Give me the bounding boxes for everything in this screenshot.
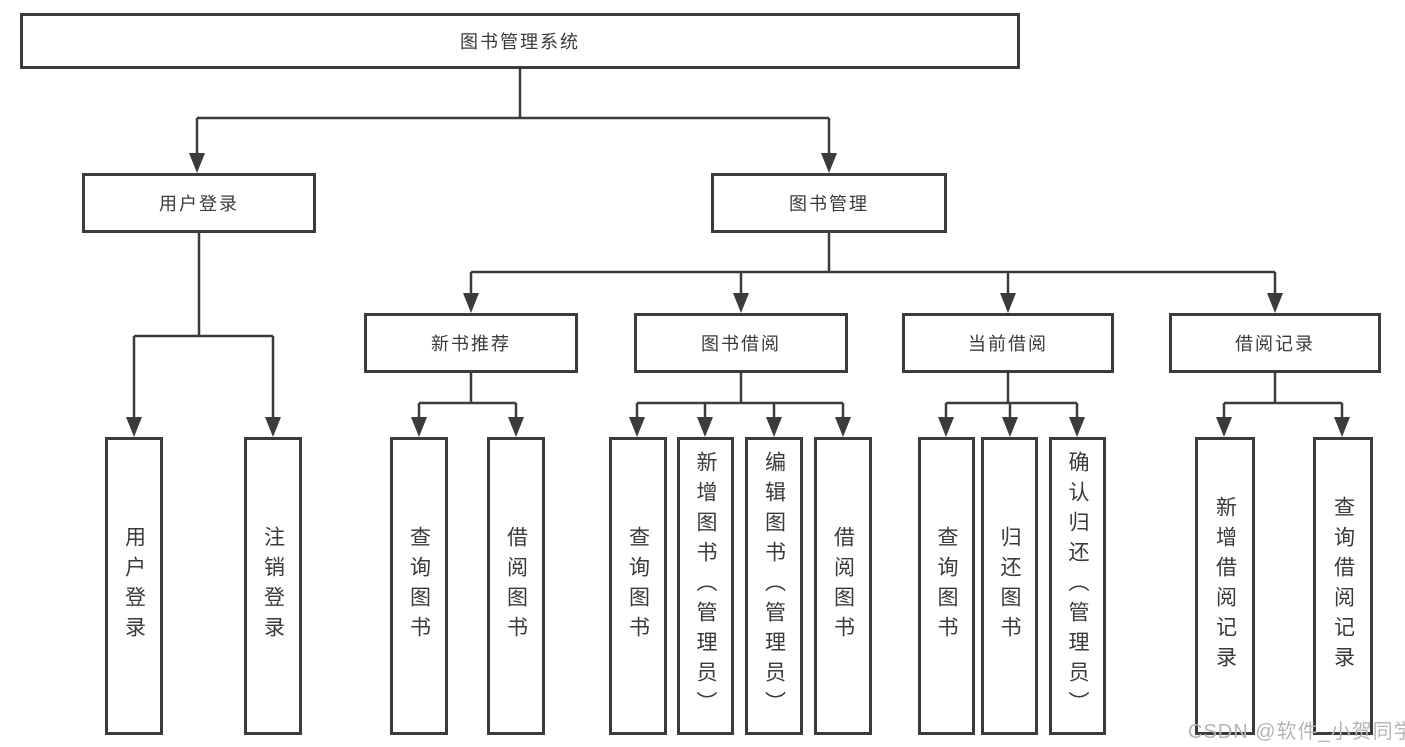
node-borrow-record-label: 借阅记录 [1235,334,1315,354]
leaf-rec-borrow-book: 借阅图书 [487,437,545,735]
arrowhead-bor-edit [766,417,782,437]
leaf-cur-query-book-label: 查询图书 [935,526,958,646]
leaf-bor-add-book-admin: 新增图书（管理员） [677,437,734,735]
leaf-log-add-record-label: 新增借阅记录 [1213,496,1237,676]
leaf-bor-borrow-book: 借阅图书 [814,437,872,735]
arrowhead-leaf-logout [265,417,281,437]
arrowhead-bor-query [629,417,645,437]
arrowhead-book-mgmt [821,153,837,173]
arrowhead-current [1000,293,1016,313]
arrowhead-leaf-login [126,417,142,437]
arrowhead-rec-borrow [508,417,524,437]
arrowhead-cur-confirm [1069,417,1085,437]
leaf-logout-label: 注销登录 [261,526,285,646]
arrowhead-cur-return [1002,417,1018,437]
arrowhead-user-login [189,153,205,173]
arrowhead-log-add [1216,417,1232,437]
arrowhead-bor-add [697,417,713,437]
leaf-cur-confirm-return-admin: 确认归还（管理员） [1049,437,1106,735]
leaf-bor-query-book-label: 查询图书 [626,526,650,646]
leaf-rec-borrow-book-label: 借阅图书 [504,526,528,646]
leaf-bor-add-book-admin-label: 新增图书（管理员） [694,451,717,721]
leaf-user-login-label: 用户登录 [122,526,146,646]
arrowhead-records [1267,293,1283,313]
node-new-book-recommend-label: 新书推荐 [431,334,511,354]
node-book-borrow-label: 图书借阅 [701,334,781,354]
leaf-cur-return-book: 归还图书 [981,437,1038,735]
leaf-bor-query-book: 查询图书 [609,437,667,735]
leaf-log-query-record: 查询借阅记录 [1313,437,1373,735]
node-library-system: 图书管理系统 [20,13,1020,69]
leaf-cur-confirm-return-admin-label: 确认归还（管理员） [1066,451,1089,721]
leaf-cur-query-book: 查询图书 [918,437,975,735]
leaf-bor-borrow-book-label: 借阅图书 [831,526,855,646]
node-book-borrow: 图书借阅 [634,313,848,373]
node-new-book-recommend: 新书推荐 [364,313,578,373]
csdn-watermark: CSDN @软件_小贺同学 [1188,721,1405,743]
leaf-logout: 注销登录 [244,437,302,735]
node-current-borrow-label: 当前借阅 [968,334,1048,354]
arrowhead-borrow [733,293,749,313]
leaf-user-login: 用户登录 [105,437,163,735]
node-book-management-label: 图书管理 [789,194,869,214]
node-book-management: 图书管理 [711,173,947,233]
node-user-login: 用户登录 [82,173,316,233]
arrowhead-rec-query [411,417,427,437]
node-library-system-label: 图书管理系统 [460,32,580,52]
leaf-log-query-record-label: 查询借阅记录 [1331,496,1355,676]
leaf-cur-return-book-label: 归还图书 [998,526,1021,646]
leaf-bor-edit-book-admin: 编辑图书（管理员） [745,437,803,735]
arrowhead-log-query [1334,417,1350,437]
leaf-rec-query-book: 查询图书 [390,437,448,735]
node-borrow-record: 借阅记录 [1169,313,1381,373]
arrowhead-bor-borrow [835,417,851,437]
leaf-rec-query-book-label: 查询图书 [407,526,431,646]
leaf-bor-edit-book-admin-label: 编辑图书（管理员） [762,451,786,721]
arrowhead-cur-query [938,417,954,437]
node-current-borrow: 当前借阅 [902,313,1114,373]
leaf-log-add-record: 新增借阅记录 [1195,437,1255,735]
arrowhead-new-rec [463,293,479,313]
node-user-login-label: 用户登录 [159,194,239,214]
